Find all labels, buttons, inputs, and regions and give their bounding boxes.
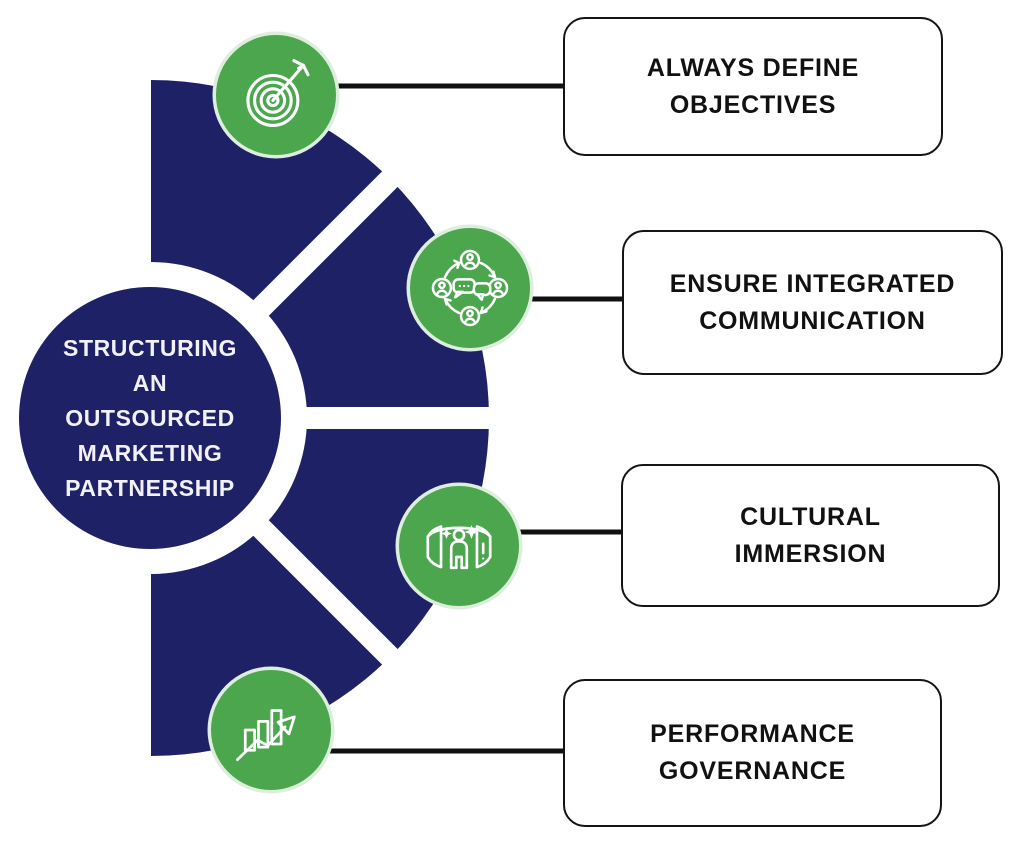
governance-icon-badge bbox=[207, 666, 335, 794]
growth-chart-arrow-icon bbox=[236, 709, 296, 762]
sparkle-large bbox=[464, 524, 479, 539]
hub-circle bbox=[19, 287, 281, 549]
hub-title-line: MARKETING bbox=[77, 440, 223, 466]
chart-bar bbox=[257, 720, 270, 749]
hub-title-line: STRUCTURING bbox=[63, 335, 237, 361]
arrow-shaft bbox=[271, 63, 305, 103]
people-communication-cycle-icon bbox=[431, 249, 509, 327]
label-card-governance: PERFORMANCE GOVERNANCE bbox=[563, 679, 942, 827]
arrow-fletching-notch bbox=[297, 63, 305, 71]
trend-arrow-shaft bbox=[236, 725, 287, 762]
hub-title-line: PARTNERSHIP bbox=[65, 475, 235, 501]
communication-icon-badge bbox=[406, 224, 534, 352]
hub-title-line: OUTSOURCED bbox=[65, 405, 235, 431]
card-label-line: ENSURE INTEGRATED bbox=[669, 269, 956, 298]
target-ring bbox=[252, 80, 293, 121]
card-label-line: ALWAYS DEFINE bbox=[646, 53, 860, 82]
segment-divider bbox=[241, 508, 442, 709]
person-badge-top bbox=[459, 249, 481, 271]
card-label-line: GOVERNANCE bbox=[658, 757, 847, 785]
exclamation-dot bbox=[482, 557, 485, 560]
hub-title: STRUCTURING AN OUTSOURCED MARKETING PART… bbox=[25, 331, 275, 506]
hub-title-line: AN bbox=[132, 370, 168, 396]
segment-divider bbox=[241, 127, 442, 328]
person-badge-bottom bbox=[459, 305, 481, 327]
label-card-objectives: ALWAYS DEFINE OBJECTIVES bbox=[563, 17, 943, 156]
sparkle-small bbox=[441, 528, 452, 539]
immersion-icon-badge bbox=[395, 482, 523, 610]
cycle-arrows bbox=[443, 259, 497, 315]
card-label-line: CULTURAL bbox=[740, 502, 881, 531]
chart-bar bbox=[243, 728, 256, 752]
panorama-right-panel bbox=[475, 525, 492, 569]
trend-arrow-head bbox=[276, 715, 296, 736]
target-ring bbox=[259, 87, 287, 114]
speech-bubbles bbox=[452, 278, 492, 301]
target-ring bbox=[266, 93, 280, 108]
person-badge-left bbox=[431, 277, 453, 299]
panorama-immersion-icon bbox=[426, 524, 492, 570]
target-arrow-icon bbox=[246, 59, 310, 127]
panorama-left-panel bbox=[426, 525, 443, 569]
badge-circle bbox=[399, 486, 519, 606]
segment-dividers bbox=[241, 127, 551, 709]
objectives-icon-badge bbox=[212, 31, 340, 159]
label-card-immersion: CULTURAL IMMERSION bbox=[621, 464, 1000, 607]
card-label-line: IMMERSION bbox=[734, 539, 887, 568]
label-card-communication: ENSURE INTEGRATED COMMUNICATION bbox=[622, 230, 1003, 375]
card-label-line: OBJECTIVES bbox=[669, 90, 837, 119]
person-body bbox=[449, 539, 469, 570]
card-label-line: COMMUNICATION bbox=[699, 306, 926, 335]
card-label-line: PERFORMANCE bbox=[650, 720, 855, 748]
target-ring bbox=[246, 73, 300, 127]
